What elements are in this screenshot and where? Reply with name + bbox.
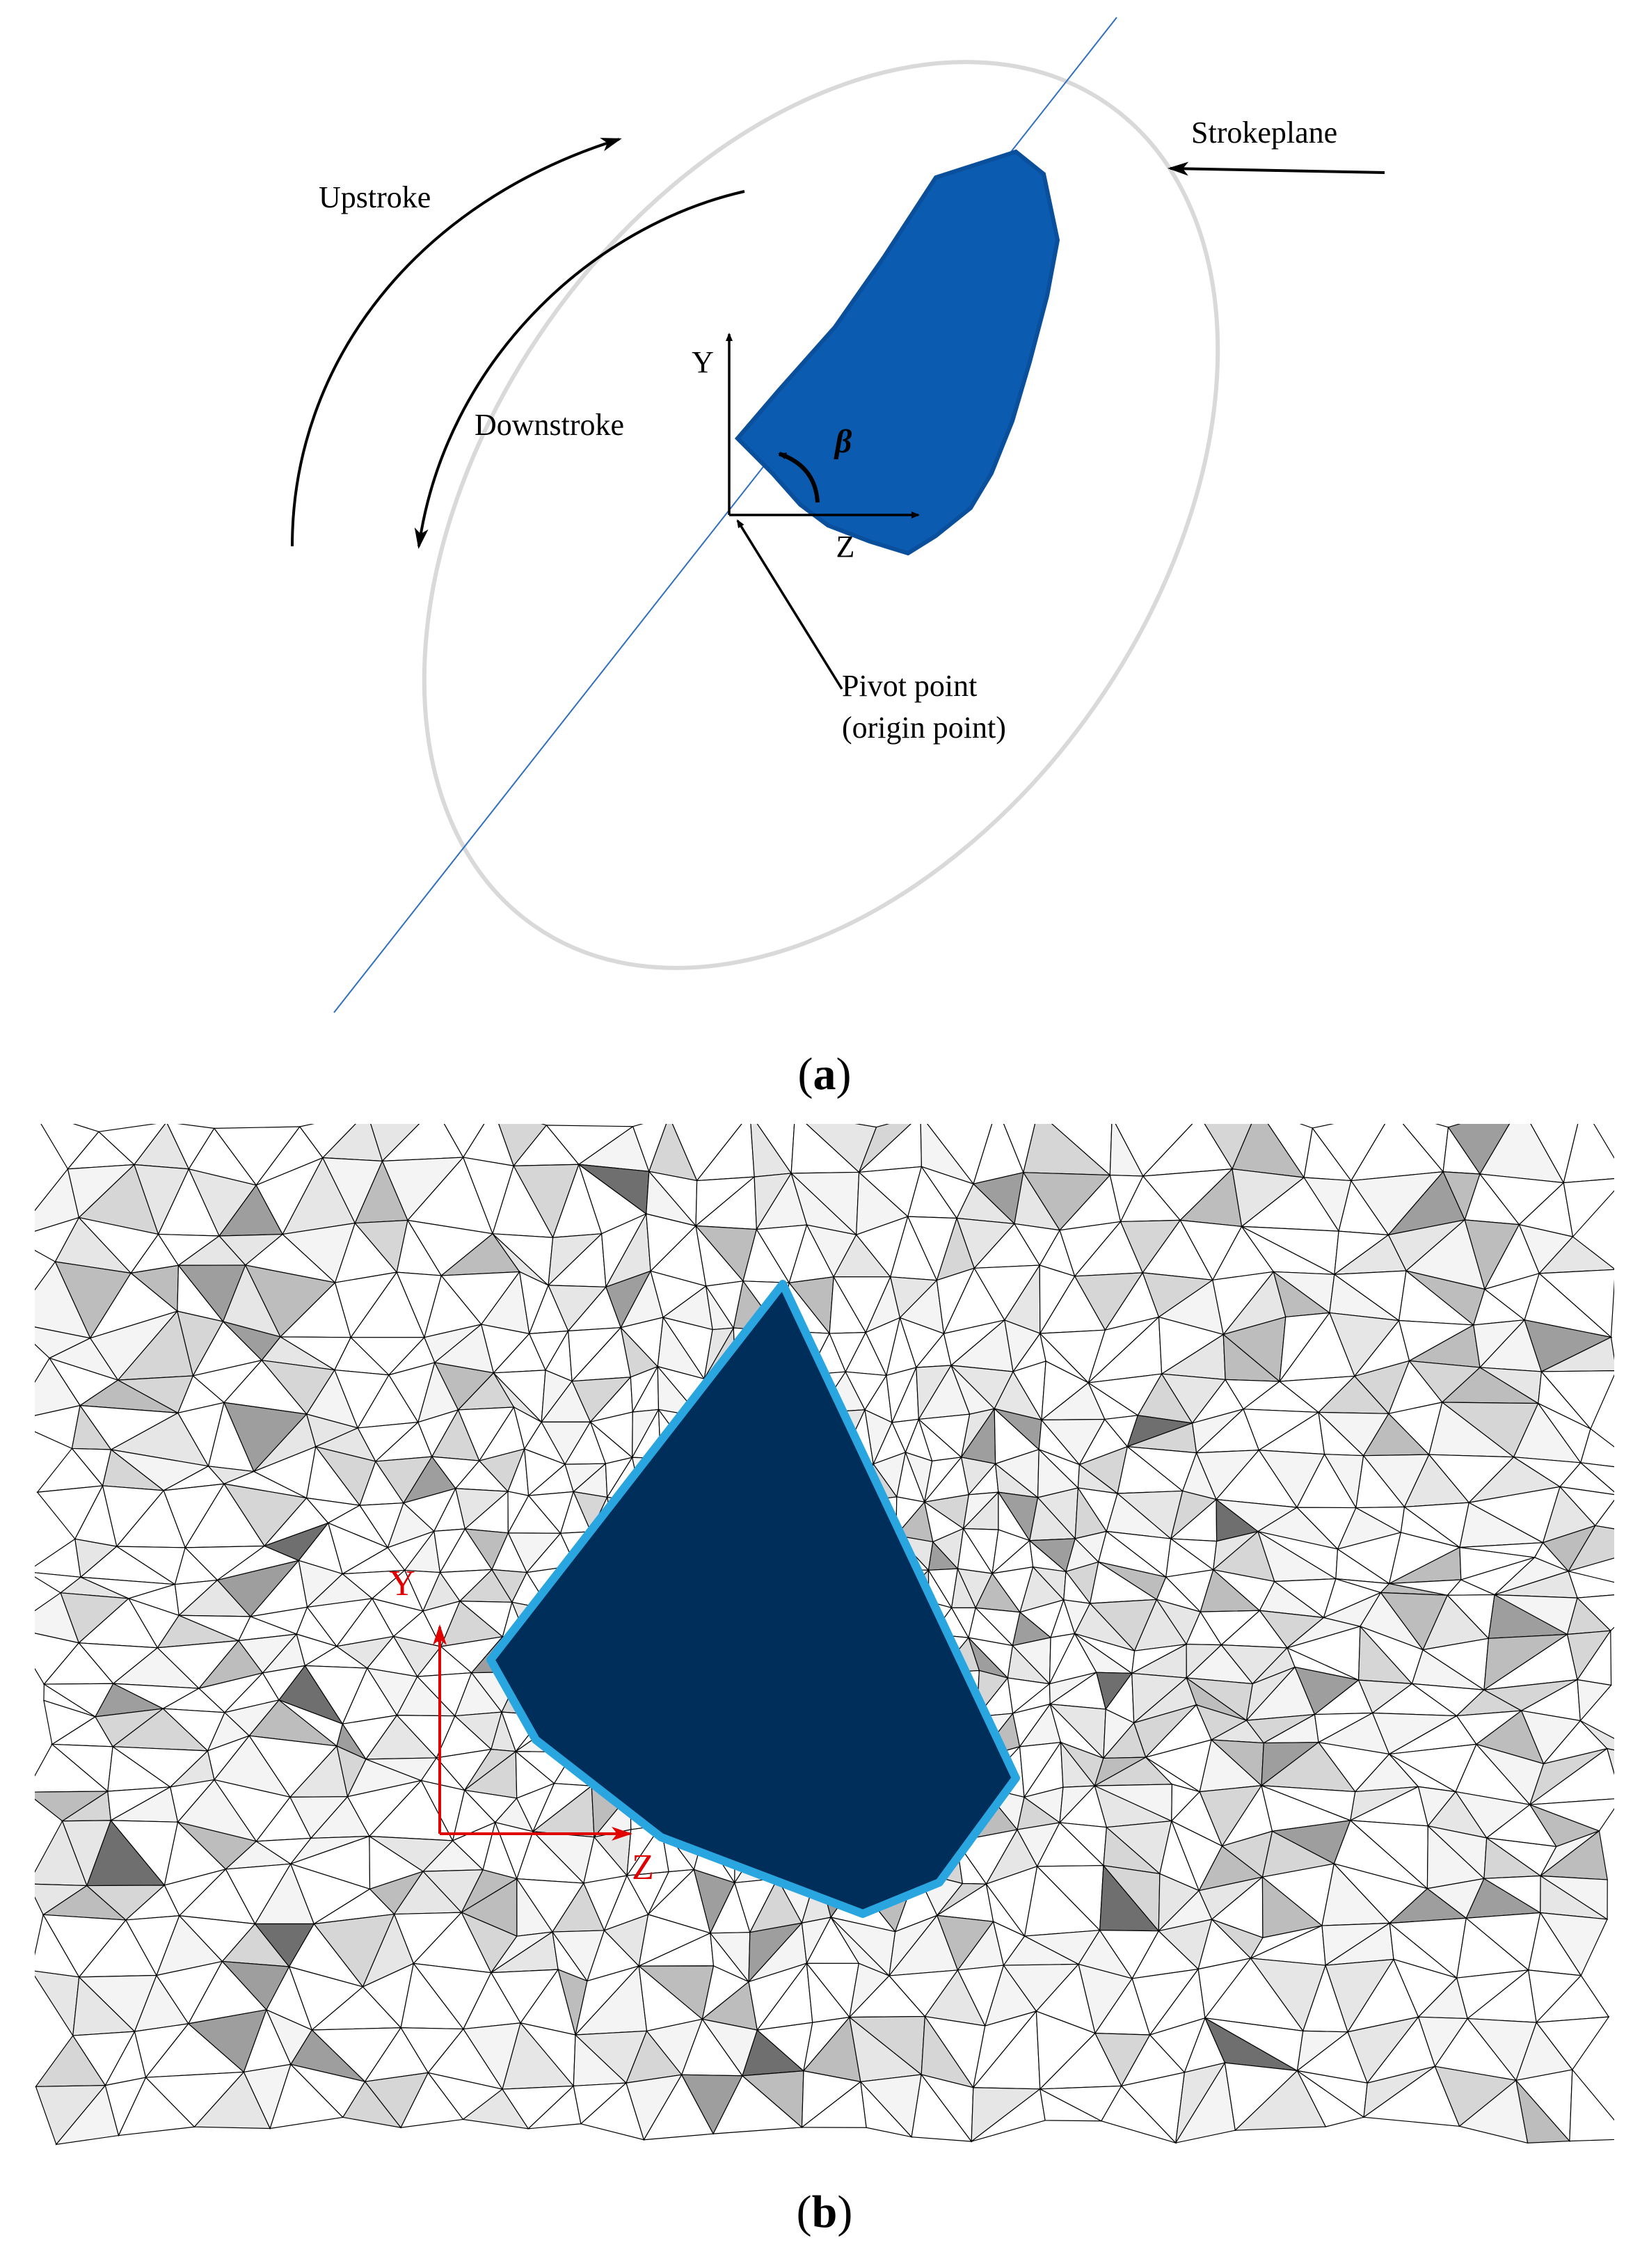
mesh-cell [1594, 1499, 1614, 1530]
pivot-label-line1: Pivot point [842, 669, 977, 703]
mesh-cell [1563, 1178, 1614, 1238]
mesh-cell [1568, 1570, 1614, 1599]
mesh-axis-z-label: Z [632, 1848, 654, 1887]
axis-y-label: Y [692, 345, 714, 379]
pivot-pointer-line [736, 519, 843, 690]
mesh-cell [1577, 1679, 1612, 1722]
mesh-cell [1529, 1798, 1614, 1832]
upstroke-label: Upstroke [319, 180, 431, 214]
mesh-cell [1567, 1525, 1614, 1572]
downstroke-arrow [414, 190, 745, 549]
downstroke-label: Downstroke [475, 408, 624, 442]
mesh-cell [1579, 1720, 1614, 1751]
wing-section [486, 1280, 1020, 1918]
strokeplane-label: Strokeplane [1191, 116, 1337, 150]
mesh-cell [1576, 1594, 1614, 1632]
mesh-cell [1606, 1747, 1614, 1775]
caption-a: (a) [798, 1049, 852, 1100]
pivot-label-line2: (origin point) [842, 711, 1006, 745]
mesh-cell [1536, 2016, 1610, 2071]
beta-label: β [834, 423, 852, 460]
stroke-plane-ellipse [422, 60, 1220, 970]
mesh-cell [1569, 2068, 1614, 2142]
mesh-axis-y-label: Y [389, 1564, 415, 1603]
mesh-cell [1539, 1912, 1608, 1976]
mesh-cell [1538, 1875, 1608, 1921]
mesh-cell [1540, 1370, 1614, 1430]
mesh-cell [1563, 1124, 1614, 1184]
mesh-cell [1579, 1462, 1614, 1493]
axis-z-label: Z [836, 530, 855, 564]
strokeplane-arrow [1168, 161, 1385, 176]
beta-angle-arc [778, 452, 820, 503]
panel-b: Y Z (b) [35, 1124, 1614, 2237]
caption-b: (b) [797, 2187, 853, 2237]
upstroke-arrow [291, 138, 622, 547]
mesh-cell [1538, 1269, 1614, 1338]
wing-shape [734, 149, 1060, 556]
panel-a: Y Z β Pivot point (origin point) Upstrok… [291, 17, 1385, 1100]
